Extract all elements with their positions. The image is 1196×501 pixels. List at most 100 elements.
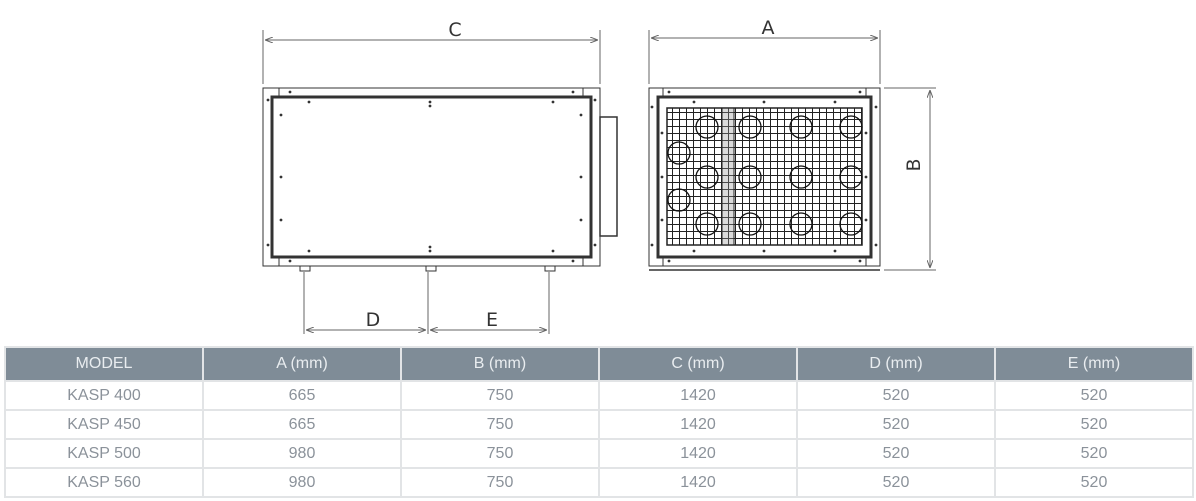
cell-b: 750 (400, 409, 600, 440)
dimension-d-e (303, 272, 550, 334)
cell-a: 665 (202, 380, 402, 411)
table-row: KASP 500 980 750 1420 520 520 (4, 438, 1194, 469)
table-header-row: MODEL A (mm) B (mm) C (mm) D (mm) E (mm) (4, 346, 1194, 382)
cell-c: 1420 (598, 409, 798, 440)
fan-circle (839, 212, 863, 236)
screw-dot (279, 113, 283, 117)
screw-dot (428, 104, 432, 108)
screw-dot (307, 100, 311, 104)
screw-dot (288, 259, 292, 263)
fan-outlines (667, 115, 863, 236)
cell-c: 1420 (598, 380, 798, 411)
cell-b: 750 (400, 380, 600, 411)
header-c: C (mm) (598, 346, 798, 382)
cell-e: 520 (994, 409, 1194, 440)
screw-dot (266, 98, 270, 102)
header-a: A (mm) (202, 346, 402, 382)
screw-dot (288, 90, 292, 94)
screw-dot (650, 105, 654, 109)
screw-dot (279, 218, 283, 222)
cell-b: 750 (400, 467, 600, 498)
screw-dot (279, 175, 283, 179)
dimensions-table: MODEL A (mm) B (mm) C (mm) D (mm) E (mm)… (4, 346, 1194, 498)
screw-dot (762, 100, 766, 104)
header-b: B (mm) (400, 346, 600, 382)
fan-circle (695, 115, 719, 139)
cell-c: 1420 (598, 438, 798, 469)
fan-circle (789, 115, 813, 139)
screw-dot (551, 100, 555, 104)
cell-e: 520 (994, 438, 1194, 469)
cell-b: 750 (400, 438, 600, 469)
cell-model: KASP 400 (4, 380, 204, 411)
screw-dot (762, 249, 766, 253)
screw-dot (307, 249, 311, 253)
fan-circle (738, 115, 762, 139)
cell-d: 520 (796, 409, 996, 440)
table-row: KASP 560 980 750 1420 520 520 (4, 467, 1194, 498)
front-view (648, 87, 881, 271)
cell-d: 520 (796, 467, 996, 498)
screw-dot (874, 243, 878, 247)
screw-dot (579, 113, 583, 117)
screw-dot (858, 259, 862, 263)
screw-dot (660, 218, 664, 222)
side-view-screws (266, 90, 597, 263)
screw-dot (551, 249, 555, 253)
cell-model: KASP 450 (4, 409, 204, 440)
screw-dot (428, 100, 432, 104)
dimension-d-label: D (366, 309, 381, 331)
table-row: KASP 400 665 750 1420 520 520 (4, 380, 1194, 411)
screw-dot (864, 175, 868, 179)
screw-dot (833, 100, 837, 104)
dimension-b (884, 87, 936, 271)
screw-dot (428, 245, 432, 249)
cell-c: 1420 (598, 467, 798, 498)
screw-dot (571, 90, 575, 94)
cell-d: 520 (796, 438, 996, 469)
screw-dot (833, 249, 837, 253)
fan-circle (789, 212, 813, 236)
dimension-c-label: C (448, 19, 461, 41)
fan-circle (738, 165, 762, 189)
fan-circle (695, 165, 719, 189)
screw-dot (667, 259, 671, 263)
dimension-b-label: B (903, 158, 925, 171)
dimension-e-label: E (486, 309, 498, 331)
screw-dot (874, 105, 878, 109)
screw-dot (864, 218, 868, 222)
fan-circle (667, 141, 691, 165)
cell-a: 980 (202, 438, 402, 469)
screw-dot (571, 259, 575, 263)
screw-dot (858, 90, 862, 94)
fan-circle (667, 188, 691, 212)
fan-circle (695, 212, 719, 236)
screw-dot (692, 249, 696, 253)
screw-dot (266, 243, 270, 247)
fan-circle (839, 115, 863, 139)
screw-dot (667, 90, 671, 94)
cell-model: KASP 500 (4, 438, 204, 469)
side-view (262, 87, 618, 272)
front-view-screws (650, 90, 878, 263)
fan-circle (738, 212, 762, 236)
dimension-a (648, 30, 881, 84)
cell-model: KASP 560 (4, 467, 204, 498)
header-model: MODEL (4, 346, 204, 382)
cell-e: 520 (994, 467, 1194, 498)
screw-dot (593, 98, 597, 102)
technical-drawing: C D E A B (262, 17, 936, 334)
screw-dot (579, 218, 583, 222)
screw-dot (593, 243, 597, 247)
dimension-a-label: A (762, 17, 775, 39)
table-row: KASP 450 665 750 1420 520 520 (4, 409, 1194, 440)
grille (666, 107, 863, 246)
cell-a: 665 (202, 409, 402, 440)
screw-dot (650, 243, 654, 247)
screw-dot (579, 175, 583, 179)
screw-dot (864, 131, 868, 135)
header-d: D (mm) (796, 346, 996, 382)
fan-circle (789, 165, 813, 189)
screw-dot (660, 175, 664, 179)
screw-dot (660, 131, 664, 135)
